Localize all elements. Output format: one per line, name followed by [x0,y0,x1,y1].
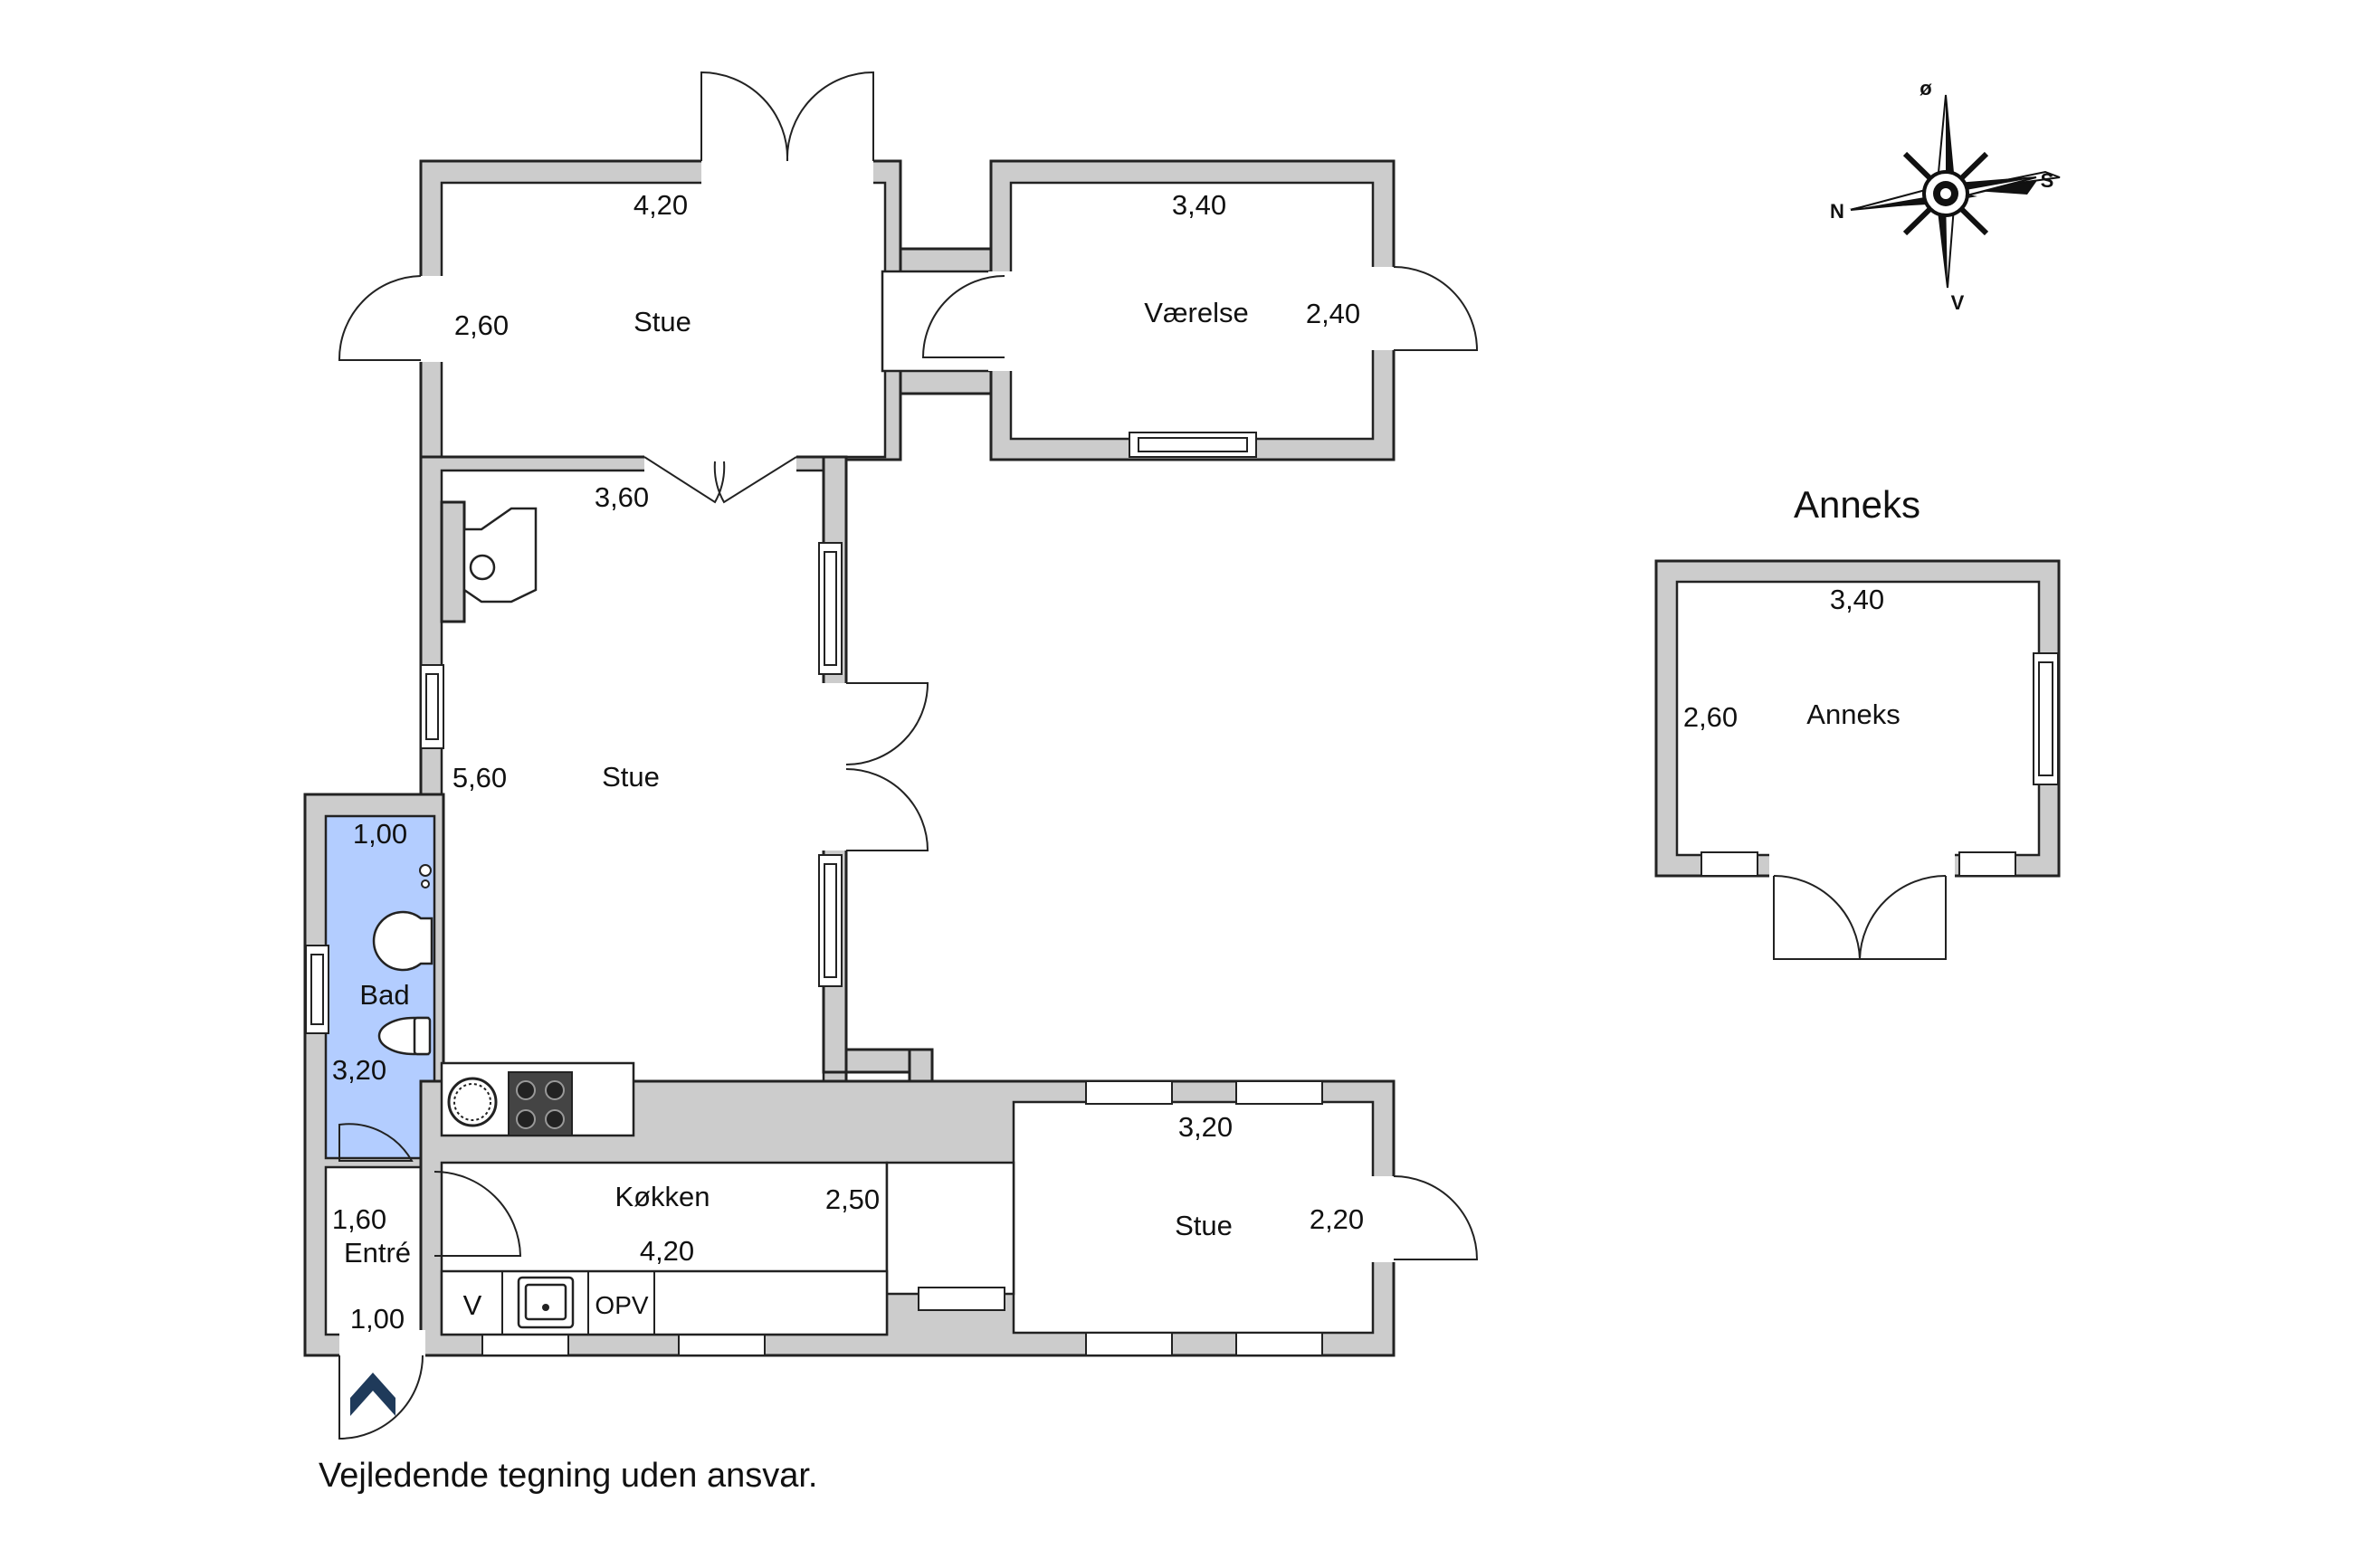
disclaimer-text: Vejledende tegning uden ansvar. [319,1457,817,1495]
anneks-name: Anneks [1806,698,1900,730]
compass-north-label: N [1830,200,1844,223]
compass-west-label: V [1951,291,1965,314]
entre-name: Entré [344,1237,411,1269]
bad-width: 1,00 [353,818,407,850]
stue-top-walls [419,159,902,461]
bathroom-fixtures [372,864,433,1056]
kitchen-counter [440,1061,635,1137]
koekken-name: Køkken [614,1181,710,1212]
koekken-depth: 2,50 [825,1183,880,1215]
annex-title: Anneks [1794,483,1920,526]
anneks-depth: 2,60 [1683,701,1738,733]
stue-bottom-width: 3,20 [1178,1111,1233,1143]
fixture-v-label: V [463,1289,482,1321]
entre-width: 1,00 [350,1303,405,1335]
vaerelse-width: 3,40 [1172,189,1226,221]
compass-south-label: S [2041,169,2054,192]
stue-top-inner: 3,60 [595,481,649,513]
vaerelse-name: Værelse [1144,297,1248,328]
stue-bottom-name: Stue [1175,1210,1233,1241]
stue-top-name: Stue [634,306,691,337]
stue-top-depth: 2,60 [454,309,509,341]
bad-depth: 3,20 [332,1054,386,1086]
fireplace [440,500,538,623]
stue-top-width: 4,20 [634,189,688,221]
compass-east-label: ø [1920,77,1932,100]
anneks-width: 3,40 [1830,584,1884,615]
anneks-walls [1654,559,2061,878]
stue-mid-name: Stue [602,761,660,793]
door-swings [338,71,1947,1440]
bottom-counter [440,1269,889,1336]
entrance-arrow-icon [350,1373,395,1416]
compass-rose-icon [1849,94,2061,289]
door-gaps [339,157,1955,1359]
entre-depth: 1,60 [332,1203,386,1235]
koekken-width: 4,20 [640,1235,694,1267]
vaerelse-walls [989,159,1396,461]
windows [305,432,2059,1356]
vaerelse-depth: 2,40 [1306,298,1360,329]
bad-name: Bad [359,979,409,1011]
fixture-opv-label: OPV [595,1291,648,1319]
stue-mid-depth: 5,60 [452,762,507,794]
stue-bottom-depth: 2,20 [1310,1203,1364,1235]
